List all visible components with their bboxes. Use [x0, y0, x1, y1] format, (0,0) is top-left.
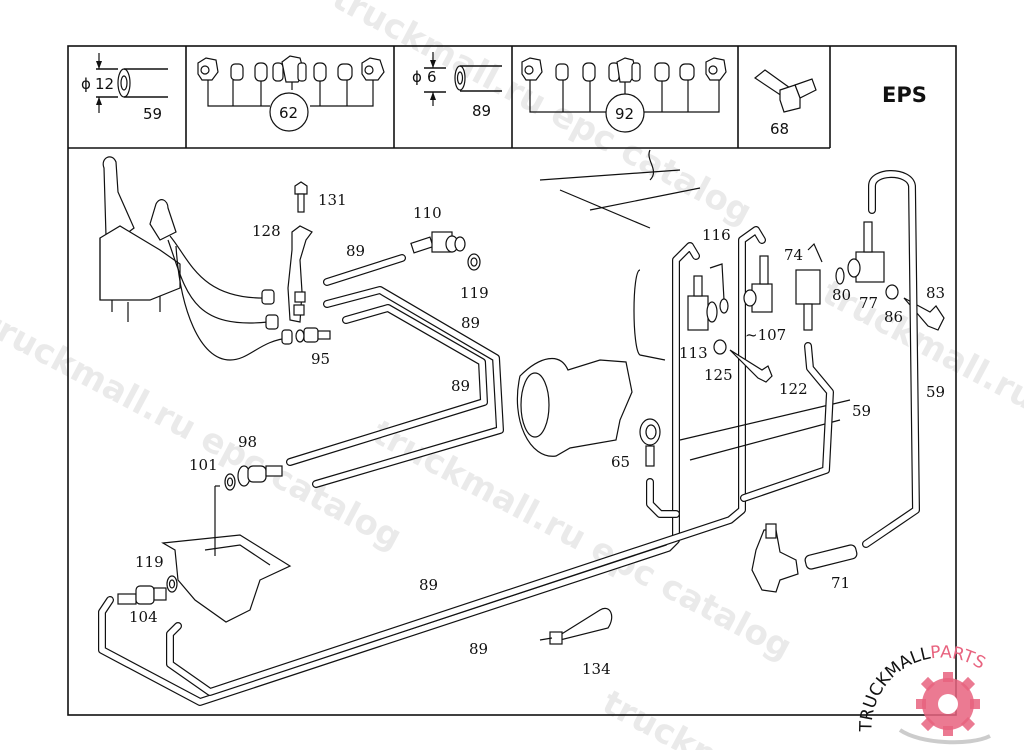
header-cell-hose-12mm[interactable]: ϕ 12 59 [81, 53, 168, 123]
logo-text-accent: PARTS [929, 642, 988, 673]
callout-95[interactable]: 95 [311, 350, 330, 368]
callout-83[interactable]: 83 [926, 284, 945, 302]
callout-128[interactable]: 128 [252, 222, 281, 240]
system-title: EPS [882, 83, 927, 107]
solenoid-valve-113[interactable] [687, 275, 718, 331]
callout-89[interactable]: 89 [346, 242, 365, 260]
callout-labels: 131 128 110 89 119 89 89 95 98 101 119 1… [129, 191, 945, 678]
bracket-128[interactable] [287, 225, 313, 323]
valve-74[interactable] [795, 242, 823, 331]
logo-text-dark: TRUCKMALL [856, 644, 932, 733]
callout-107[interactable]: ~107 [745, 326, 786, 344]
callout-86[interactable]: 86 [884, 308, 903, 326]
diameter-value: 6 [427, 68, 437, 86]
callout-89[interactable]: 89 [469, 640, 488, 658]
truckmall-parts-logo: TRUCKMALLPARTS [856, 642, 991, 745]
bracket-116[interactable] [709, 263, 729, 314]
bolt-131[interactable] [294, 181, 308, 213]
compressor-unit[interactable] [516, 357, 633, 457]
kit-callout: 92 [615, 105, 634, 123]
connector-95[interactable] [295, 327, 331, 343]
diameter-symbol: ϕ [81, 75, 91, 93]
header-cell-kit-62[interactable]: 62 [197, 55, 385, 132]
callout-134[interactable]: 134 [582, 660, 611, 678]
washer-119[interactable] [467, 253, 481, 271]
tee-fitting[interactable] [751, 523, 799, 593]
hose-89-lower-bend[interactable] [286, 304, 488, 466]
callout-113[interactable]: 113 [679, 344, 708, 362]
watermark-text: truckmall.ru epc catalog [0, 303, 408, 558]
diameter-value: 12 [95, 75, 114, 93]
callout-119[interactable]: 119 [460, 284, 489, 302]
hose-89-short[interactable] [323, 254, 406, 286]
cable-tie-134[interactable] [539, 607, 613, 645]
header-cell-kit-92[interactable]: 92 [521, 57, 727, 133]
hose-59-right[interactable] [862, 170, 920, 548]
callout-59[interactable]: 59 [852, 402, 871, 420]
washer-86[interactable] [885, 284, 899, 300]
gear-icon [898, 672, 991, 745]
header-cell-hose-6mm[interactable]: ϕ 6 89 [412, 52, 502, 120]
callout-71[interactable]: 71 [831, 574, 850, 592]
callout-104[interactable]: 104 [129, 608, 158, 626]
mounting-plate[interactable] [161, 485, 292, 623]
callout-65[interactable]: 65 [611, 453, 630, 471]
shift-valve-assembly[interactable] [99, 156, 293, 361]
elbow-fitting-110[interactable] [410, 231, 466, 254]
o-ring-80[interactable] [835, 267, 845, 285]
diameter-symbol: ϕ [412, 68, 422, 86]
callout-89[interactable]: 89 [419, 576, 438, 594]
fitting-107[interactable] [743, 255, 773, 313]
connector-98[interactable] [237, 465, 283, 487]
banjo-fitting-65[interactable] [639, 418, 680, 518]
callout-74[interactable]: 74 [784, 246, 803, 264]
callout-101[interactable]: 101 [189, 456, 218, 474]
part-number-label: 89 [472, 102, 491, 120]
hose-89-bottom-inner[interactable] [166, 226, 766, 696]
callout-80[interactable]: 80 [832, 286, 851, 304]
callout-77[interactable]: 77 [859, 294, 878, 312]
callout-125[interactable]: 125 [704, 366, 733, 384]
fitting-77[interactable] [847, 221, 885, 283]
engine-block-outline [539, 149, 851, 461]
callout-89[interactable]: 89 [451, 377, 470, 395]
callout-122[interactable]: 122 [779, 380, 808, 398]
washer-101[interactable] [224, 473, 236, 491]
part-number-label: 68 [770, 120, 789, 138]
bolt-125[interactable] [729, 349, 773, 383]
callout-119[interactable]: 119 [135, 553, 164, 571]
callout-131[interactable]: 131 [318, 191, 347, 209]
callout-98[interactable]: 98 [238, 433, 257, 451]
hose-89-bottom-outer[interactable] [98, 242, 700, 706]
hose-59-s[interactable] [740, 342, 834, 502]
hose-89-upper-bend[interactable] [312, 286, 504, 488]
part-number-label: 59 [143, 105, 162, 123]
header-cell-elbow-68[interactable]: 68 [753, 69, 817, 138]
watermark-text: truckmall.ru epc catalog [326, 0, 758, 233]
callout-59[interactable]: 59 [926, 383, 945, 401]
connector-71[interactable] [804, 544, 858, 570]
washer-125[interactable] [713, 339, 727, 355]
kit-callout: 62 [279, 104, 298, 122]
callout-110[interactable]: 110 [413, 204, 442, 222]
washer-119-lower[interactable] [166, 575, 178, 593]
callout-89[interactable]: 89 [461, 314, 480, 332]
callout-116[interactable]: 116 [702, 226, 731, 244]
connector-104[interactable] [117, 585, 167, 605]
